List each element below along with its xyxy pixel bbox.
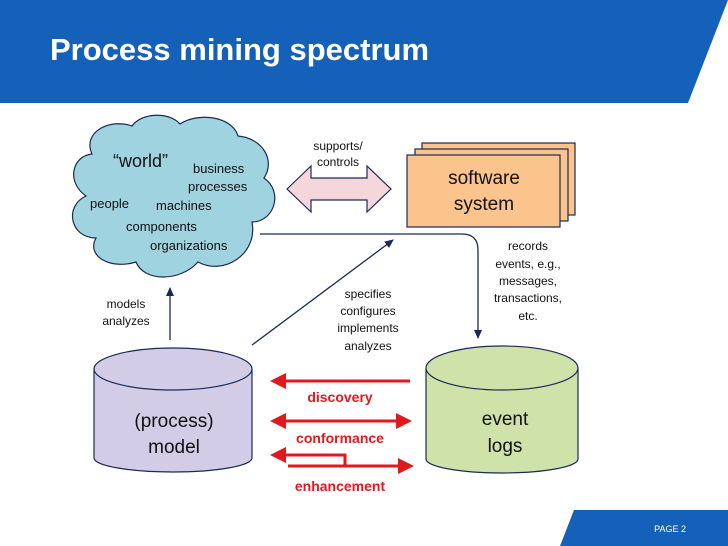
world-word-machines: machines [156,198,212,213]
supports-label-line-1: supports/ [313,139,363,153]
page-title: Process mining spectrum [50,32,430,67]
specifies-label-line-2: configures [340,304,395,318]
logs-line-2: logs [488,436,523,457]
header-band [0,0,728,103]
world-word-people: people [90,196,129,211]
world-word-business: business [193,161,245,176]
enhancement-label: enhancement [295,478,386,494]
models-label-line-1: models [107,297,146,311]
conformance-arrow [270,413,412,429]
world-word-organizations: organizations [150,238,228,253]
world-cloud: “world” business processes people machin… [71,114,276,278]
software-system: software system [406,142,576,228]
conformance-label: conformance [296,430,384,446]
supports-controls-arrow [286,164,392,214]
specifies-label-line-4: analyzes [344,339,391,353]
world-word-processes: processes [188,179,248,194]
records-label-line-1: records [508,239,548,253]
records-label-line-3: messages, [499,274,557,288]
records-label-line-5: etc. [518,309,537,323]
world-word-components: components [126,219,197,234]
model-line-2: model [148,437,200,458]
world-title: “world” [113,151,168,171]
records-label-line-2: events, e.g., [495,257,560,271]
software-line-2: system [454,194,514,215]
specifies-arrow [251,239,394,346]
records-label-line-4: transactions, [494,291,562,305]
page-number: PAGE 2 [654,524,686,534]
records-arrow [260,233,482,339]
model-line-1: (process) [134,411,213,432]
discovery-label: discovery [307,389,373,405]
models-label-line-2: analyzes [102,314,149,328]
software-line-1: software [448,168,520,189]
footer-band [560,510,728,546]
specifies-label-line-1: specifies [345,287,392,301]
process-model-cylinder: (process) model [93,347,253,473]
discovery-arrow [270,373,410,389]
enhancement-arrow [270,447,414,474]
supports-label-line-2: controls [317,155,359,169]
logs-line-1: event [482,409,529,430]
specifies-label-line-3: implements [337,321,398,335]
event-logs-cylinder: event logs [425,345,579,474]
